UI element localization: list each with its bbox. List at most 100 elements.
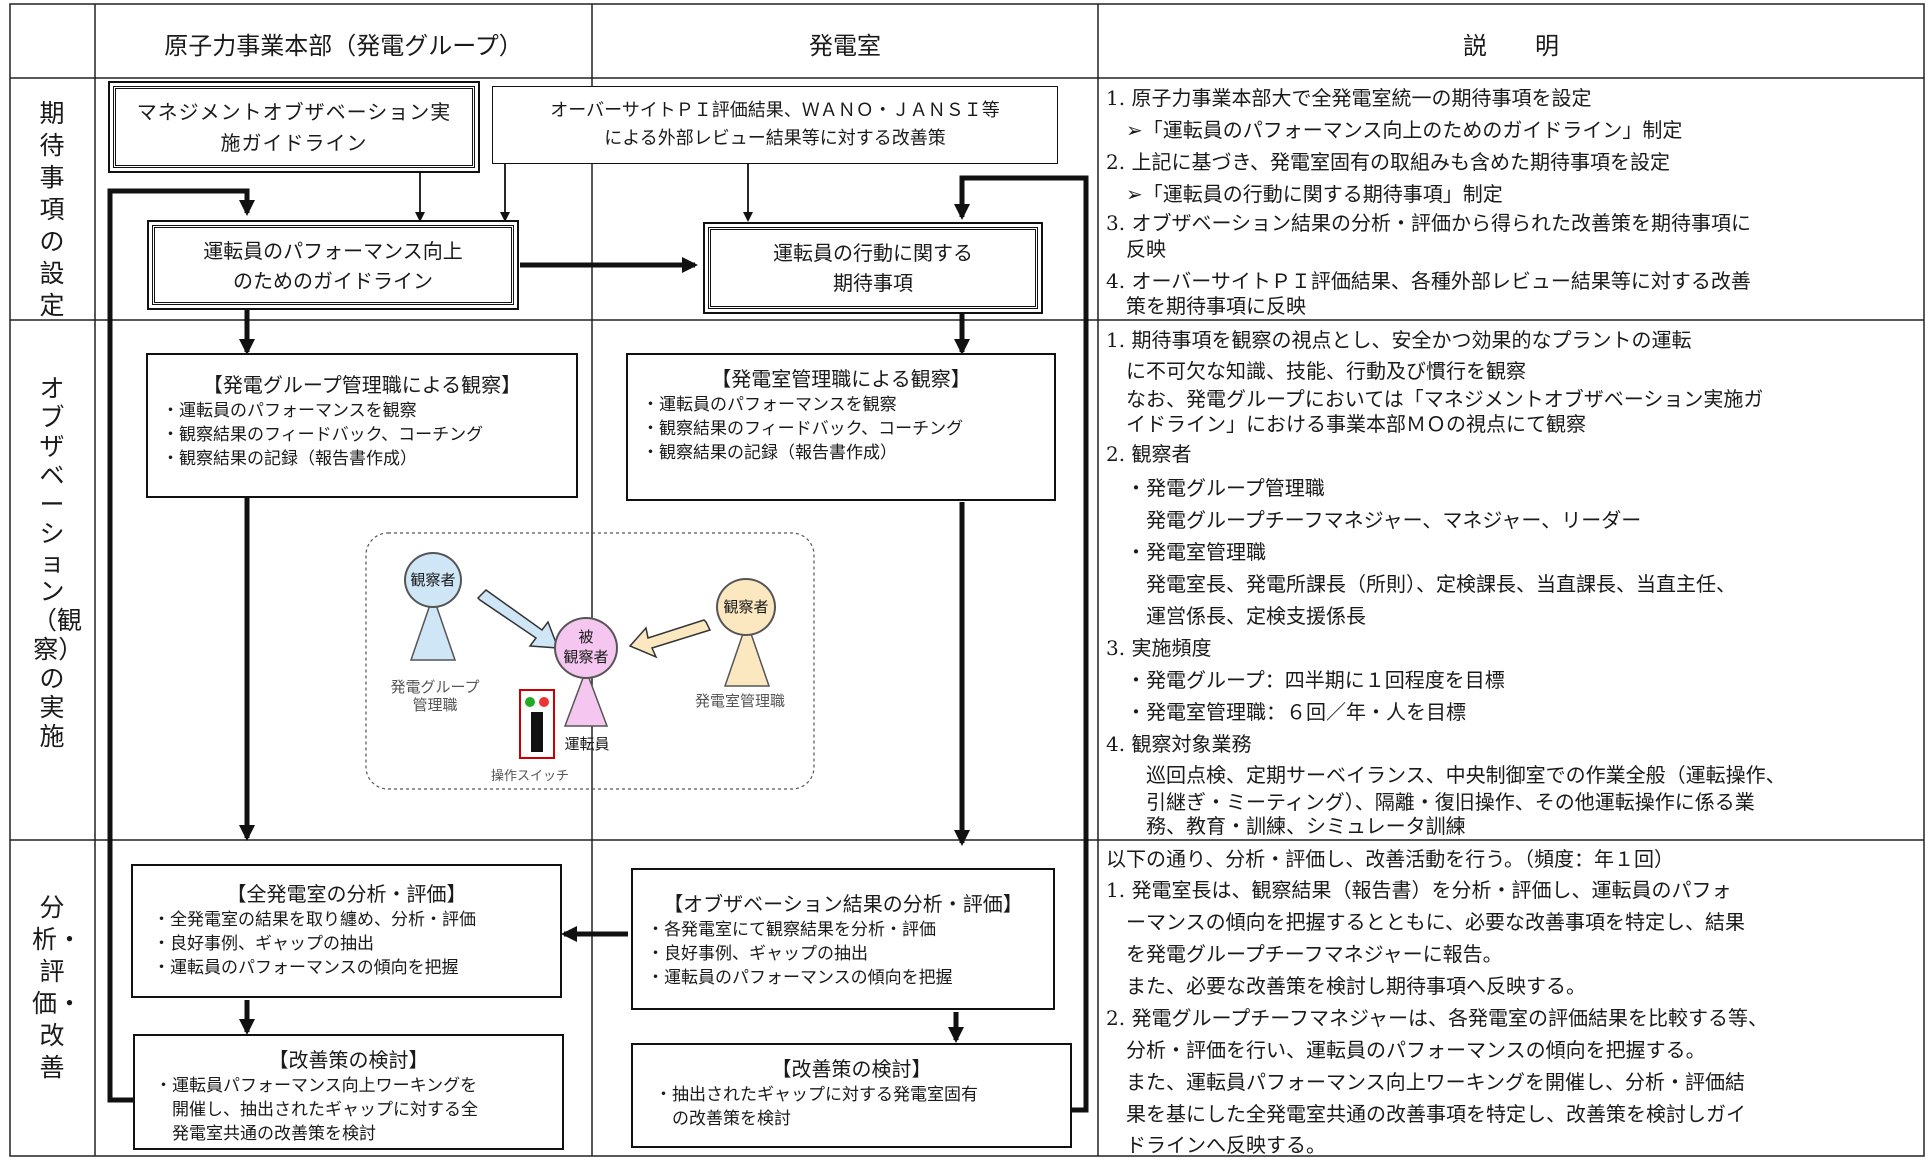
observer-right-head: 観察者	[716, 578, 776, 636]
exp-r3-line: を発電グループチーフマネジャーに報告。	[1106, 942, 1503, 966]
header-col1: 原子力事業本部（発電グループ）	[164, 32, 523, 60]
exp-r3-line: 以下の通り、分析・評価し、改善活動を行う。（頻度：年１回）	[1106, 847, 1674, 871]
exp-r2-line: ・発電グループ管理職	[1106, 476, 1325, 500]
mo-guideline-box: マネジメントオブザベーション実施ガイドライン	[108, 81, 480, 173]
exp-r2-line: 1. 期待事項を観察の視点とし、安全かつ効果的なプラントの運転	[1106, 328, 1692, 352]
obs-room-line-1: ・運転員のパフォーマンスを観察	[642, 395, 897, 415]
improve-room-line-2: の改善策を検討	[655, 1109, 791, 1129]
exp-r2-line: 巡回点検、定期サーベイランス、中央制御室での作業全般（運転操作、	[1106, 763, 1786, 787]
improve-all-title: 【改善策の検討】	[268, 1048, 429, 1072]
analysis-all-line-1: ・全発電室の結果を取り纏め、分析・評価	[153, 910, 476, 930]
analysis-room-box: 【オブザベーション結果の分析・評価】 ・各発電室にて観察結果を分析・評価 ・良好…	[631, 868, 1055, 1010]
obs-group-line-3: ・観察結果の記録（報告書作成）	[162, 449, 417, 469]
observer-right-label: 観察者	[723, 598, 769, 616]
analysis-room-title: 【オブザベーション結果の分析・評価】	[663, 892, 1023, 916]
analysis-all-title: 【全発電室の分析・評価】	[226, 882, 467, 906]
exp-r3-line: また、運転員パフォーマンス向上ワーキングを開催し、分析・評価結	[1106, 1070, 1745, 1094]
expectations-text-2: 期待事項	[833, 271, 913, 295]
exp-r3-line: また、必要な改善策を検討し期待事項へ反映する。	[1106, 974, 1586, 998]
exp-r1-line: 2. 上記に基づき、発電室固有の取組みも含めた期待事項を設定	[1106, 150, 1671, 174]
improve-all-line-2: 開催し、抽出されたギャップに対する全	[155, 1100, 478, 1120]
exp-r3-line: 分析・評価を行い、運転員のパフォーマンスの傾向を把握する。	[1106, 1038, 1706, 1062]
thin-arrows	[415, 163, 753, 222]
exp-r1-line: ➢「運転員のパフォーマンス向上のためのガイドライン」制定	[1106, 118, 1683, 142]
expectations-box: 運転員の行動に関する 期待事項	[703, 222, 1043, 314]
obs-group-box: 【発電グループ管理職による観察】 ・運転員のパフォーマンスを観察 ・観察結果のフ…	[146, 353, 578, 498]
analysis-room-line-2: ・良好事例、ギャップの抽出	[647, 944, 868, 964]
exp-r2-line: イドライン」における事業本部ＭＯの視点にて観察	[1106, 412, 1586, 436]
improve-room-line-1: ・抽出されたギャップに対する発電室固有	[655, 1085, 978, 1105]
label-operator: 運転員	[564, 735, 610, 753]
exp-r2-line: ・発電室管理職：６回／年・人を目標	[1106, 700, 1466, 724]
analysis-room-line-3: ・運転員のパフォーマンスの傾向を把握	[647, 968, 953, 988]
exp-r2-line: 運営係長、定検支援係長	[1106, 604, 1366, 628]
observed-label-1: 被	[578, 628, 594, 646]
observer-left-head: 観察者	[404, 552, 462, 608]
improve-room-box: 【改善策の検討】 ・抽出されたギャップに対する発電室固有 の改善策を検討	[631, 1043, 1072, 1148]
improve-all-box: 【改善策の検討】 ・運転員パフォーマンス向上ワーキングを 開催し、抽出されたギャ…	[133, 1034, 564, 1150]
exp-r3-line: ドラインへ反映する。	[1106, 1133, 1326, 1157]
exp-r1-line: 1. 原子力事業本部大で全発電室統一の期待事項を設定	[1106, 86, 1592, 110]
explanation-analysis: 以下の通り、分析・評価し、改善活動を行う。（頻度：年１回） 1. 発電室長は、観…	[1106, 844, 1921, 1160]
improve-all-line-1: ・運転員パフォーマンス向上ワーキングを	[155, 1076, 478, 1096]
improve-room-title: 【改善策の検討】	[771, 1057, 932, 1081]
exp-r2-line: 務、教育・訓練、シミュレータ訓練	[1106, 814, 1466, 838]
exp-r2-line: ・発電グループ：四半期に１回程度を目標	[1106, 668, 1505, 692]
thick-arrows	[107, 175, 1089, 1113]
explanation-observation: 1. 期待事項を観察の視点とし、安全かつ効果的なプラントの運転 に不可欠な知識、…	[1106, 324, 1921, 838]
perf-guideline-box: 運転員のパフォーマンス向上 のためのガイドライン	[147, 220, 519, 310]
exp-r2-line: 4. 観察対象業務	[1106, 732, 1252, 756]
obs-group-line-1: ・運転員のパフォーマンスを観察	[162, 401, 417, 421]
exp-r3-line: ーマンスの傾向を把握するとともに、必要な改善事項を特定し、結果	[1106, 910, 1745, 934]
label-room-manager: 発電室管理職	[694, 692, 785, 710]
exp-r3-line: 果を基にした全発電室共通の改善事項を特定し、改善策を検討しガイ	[1106, 1102, 1746, 1126]
obs-room-line-3: ・観察結果の記録（報告書作成）	[642, 443, 897, 463]
exp-r2-line: 引継ぎ・ミーティング）、隔離・復旧操作、その他運転操作に係る業	[1106, 790, 1755, 814]
exp-r2-line: なお、発電グループにおいては「マネジメントオブザベーション実施ガ	[1106, 387, 1764, 411]
observed-head: 被 観察者	[554, 617, 618, 679]
obs-room-line-2: ・観察結果のフィードバック、コーチング	[642, 419, 964, 439]
label-group-manager-2: 管理職	[412, 696, 458, 714]
observer-left-label: 観察者	[410, 571, 456, 589]
exp-r2-line: 2. 観察者	[1106, 442, 1192, 466]
label-group-manager: 発電グループ 管理職	[380, 678, 490, 714]
exp-r1-line: 4. オーバーサイトＰＩ評価結果、各種外部レビュー結果等に対する改善	[1106, 269, 1751, 293]
exp-r2-line: に不可欠な知識、技能、行動及び慣行を観察	[1106, 359, 1526, 383]
row-label-analysis: 分析・評価・改善	[32, 893, 83, 1082]
exp-r2-line: ・発電室管理職	[1106, 540, 1266, 564]
row-label-expectations: 期待事項の設定	[39, 99, 65, 320]
expectations-text-1: 運転員の行動に関する	[773, 241, 973, 265]
exp-r3-line: 2. 発電グループチーフマネジャーは、各発電室の評価結果を比較する等、	[1106, 1006, 1769, 1030]
exp-r2-line: 3. 実施頻度	[1106, 636, 1212, 660]
header-col2: 発電室	[809, 32, 881, 60]
observation-illustration	[365, 532, 815, 790]
perf-guideline-text-2: のためのガイドライン	[233, 269, 433, 293]
label-switch: 操作スイッチ	[490, 769, 569, 784]
obs-room-title: 【発電室管理職による観察】	[711, 367, 971, 391]
row-label-observation: オブザベーション（観察）の実施	[32, 374, 83, 751]
table-grid	[9, 3, 1925, 1157]
oversight-text-2: による外部レビュー結果等に対する改善策	[604, 128, 946, 149]
mo-guideline-text: マネジメントオブザベーション実施ガイドライン	[136, 100, 452, 155]
label-group-manager-1: 発電グループ	[390, 678, 480, 696]
header-col3: 説 明	[1463, 32, 1559, 60]
exp-r2-line: 発電室長、発電所課長（所則）、定検課長、当直課長、当直主任、	[1106, 572, 1736, 596]
analysis-all-line-2: ・良好事例、ギャップの抽出	[153, 934, 374, 954]
explanation-expectations: 1. 原子力事業本部大で全発電室統一の期待事項を設定 ➢「運転員のパフォーマンス…	[1106, 82, 1921, 318]
exp-r1-line: ➢「運転員の行動に関する期待事項」制定	[1106, 182, 1503, 206]
perf-guideline-text-1: 運転員のパフォーマンス向上	[203, 239, 463, 263]
analysis-room-line-1: ・各発電室にて観察結果を分析・評価	[647, 920, 936, 940]
analysis-all-line-3: ・運転員のパフォーマンスの傾向を把握	[153, 958, 459, 978]
analysis-all-box: 【全発電室の分析・評価】 ・全発電室の結果を取り纏め、分析・評価 ・良好事例、ギ…	[131, 864, 562, 998]
oversight-text-1: オーバーサイトＰＩ評価結果、ＷＡＮＯ・ＪＡＮＳＩ等	[550, 100, 1000, 121]
obs-group-title: 【発電グループ管理職による観察】	[202, 373, 522, 397]
observed-label-2: 観察者	[563, 648, 609, 666]
oversight-box: オーバーサイトＰＩ評価結果、ＷＡＮＯ・ＪＡＮＳＩ等 による外部レビュー結果等に対…	[492, 86, 1058, 164]
exp-r1-line: 策を期待事項に反映	[1106, 294, 1306, 318]
improve-all-line-3: 発電室共通の改善策を検討	[155, 1124, 376, 1144]
exp-r2-line: 発電グループチーフマネジャー、マネジャー、リーダー	[1106, 508, 1642, 532]
exp-r1-line: 3. オブザベーション結果の分析・評価から得られた改善策を期待事項に	[1106, 211, 1752, 235]
exp-r3-line: 1. 発電室長は、観察結果（報告書）を分析・評価し、運転員のパフォ	[1106, 878, 1732, 902]
obs-group-line-2: ・観察結果のフィードバック、コーチング	[162, 425, 484, 445]
obs-room-box: 【発電室管理職による観察】 ・運転員のパフォーマンスを観察 ・観察結果のフィード…	[626, 353, 1056, 501]
